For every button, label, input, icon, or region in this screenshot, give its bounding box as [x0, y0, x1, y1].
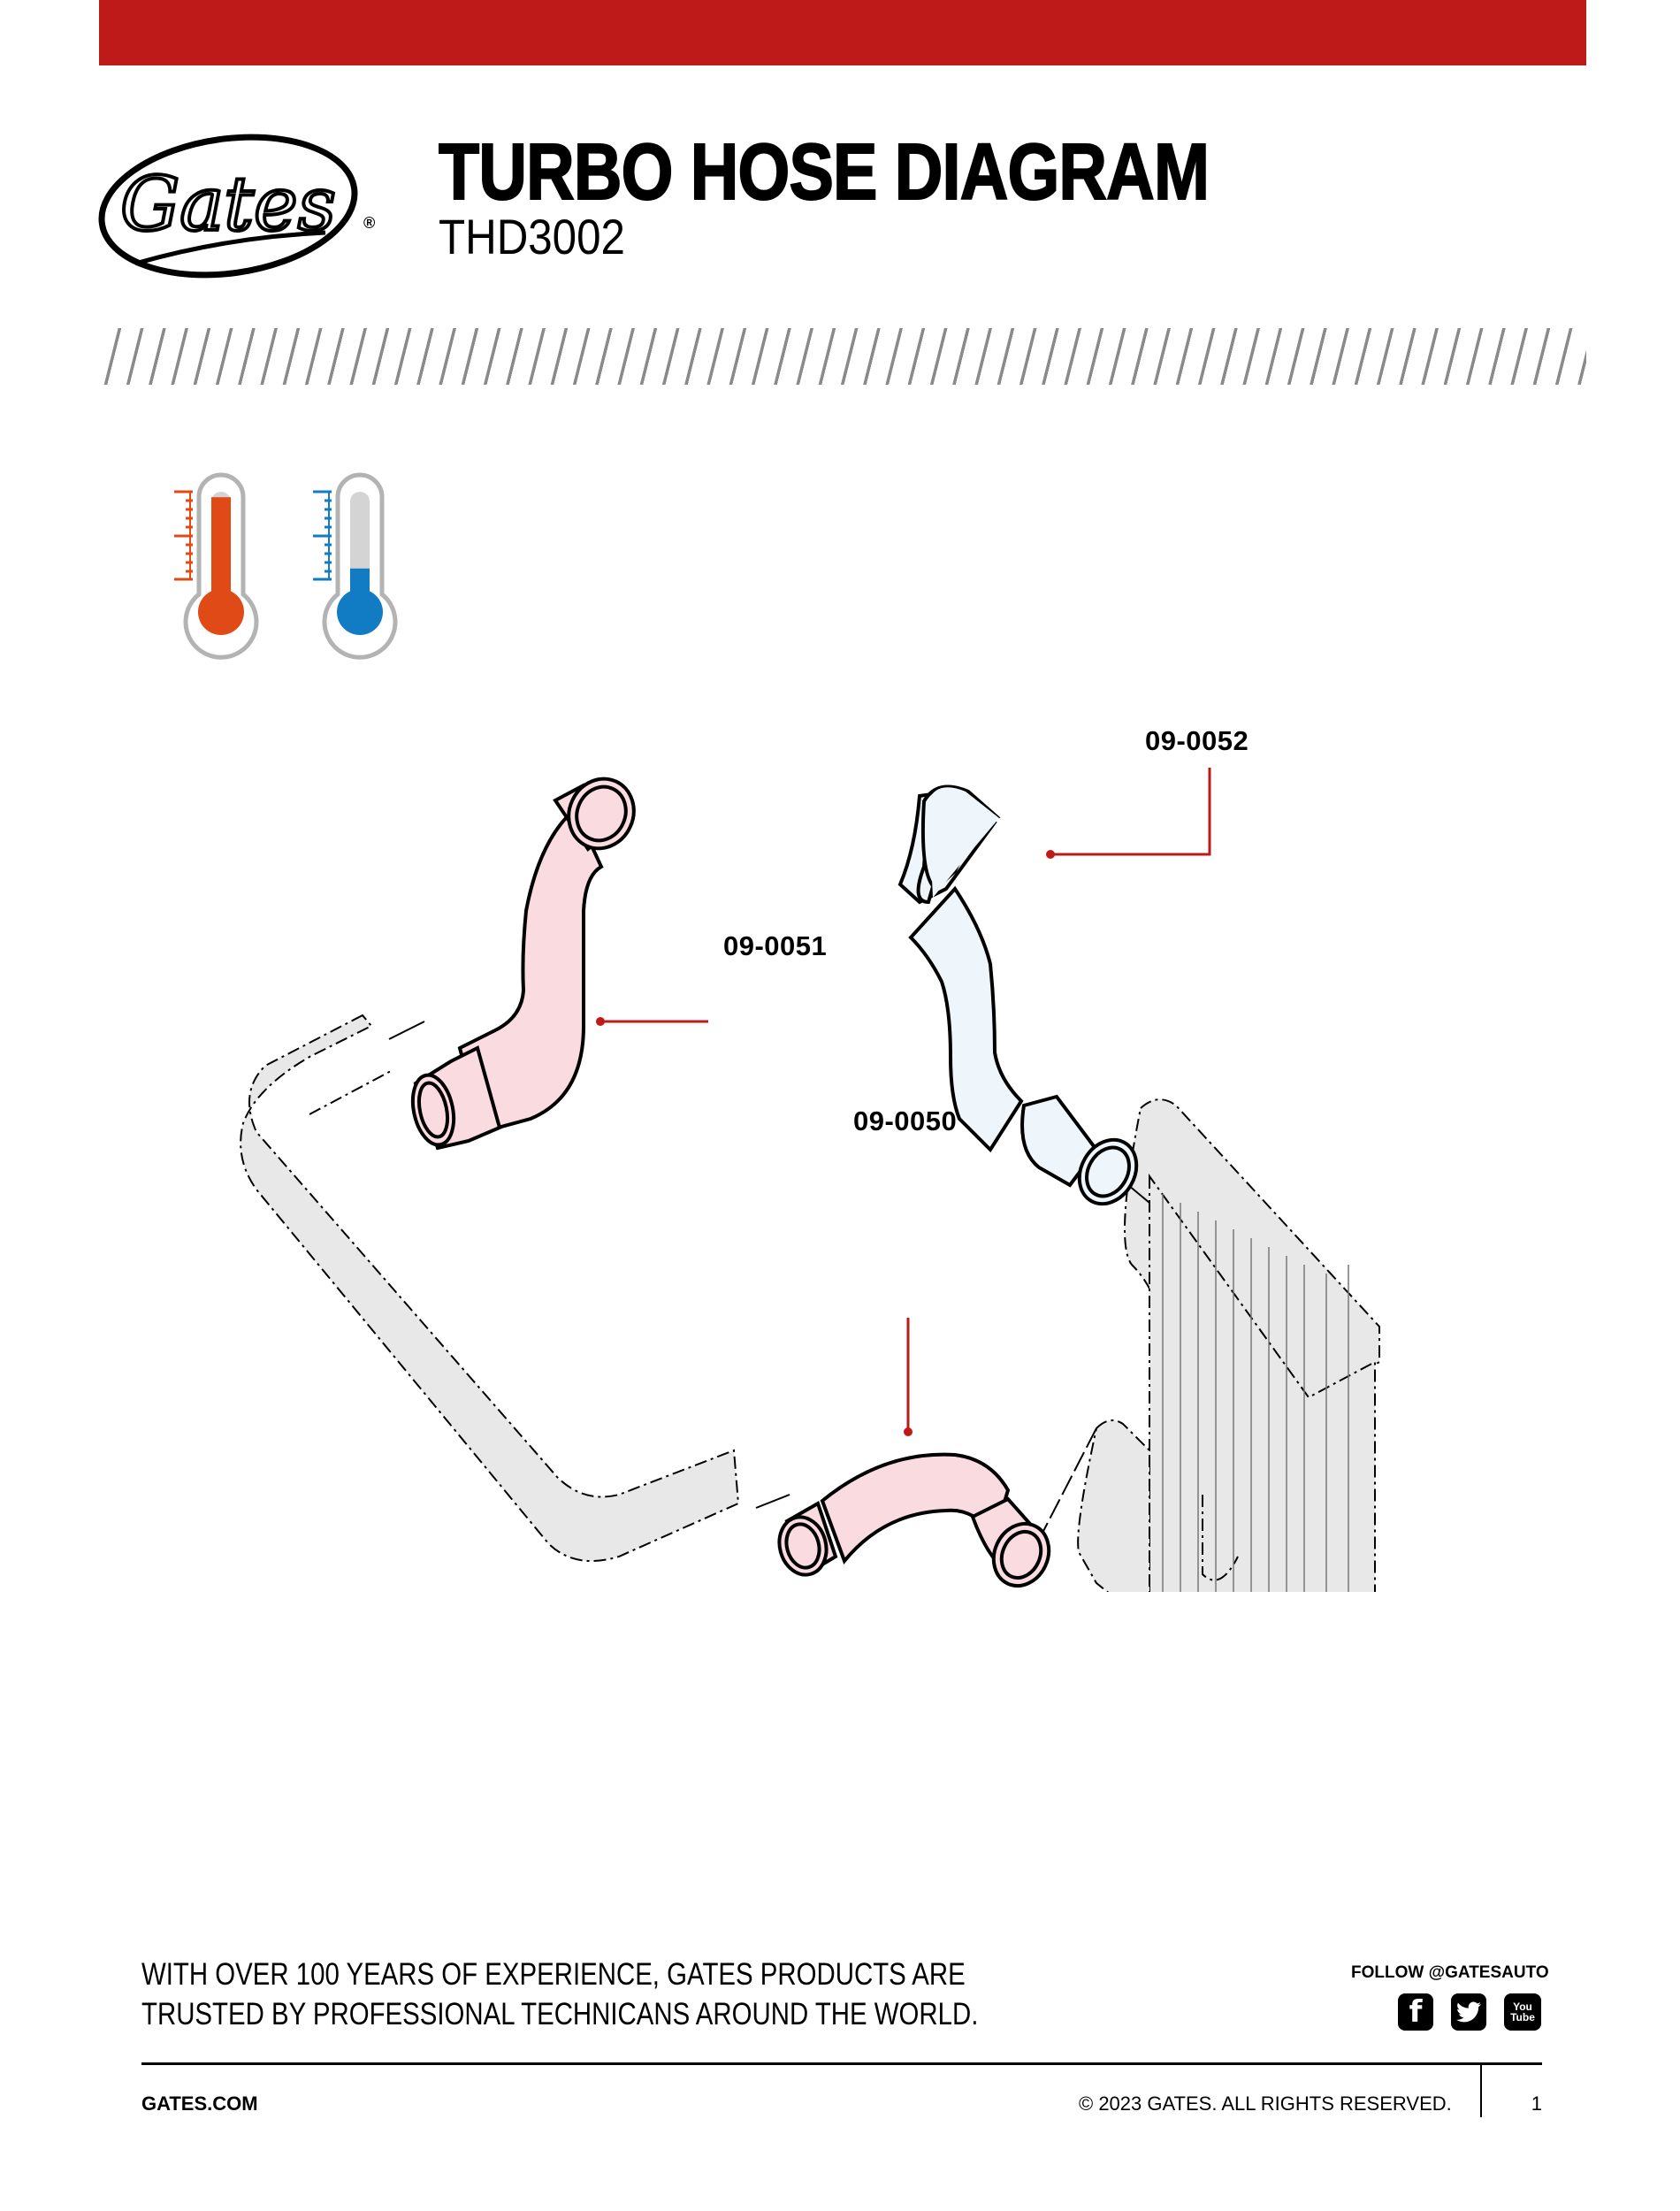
hose-diagram — [240, 768, 1380, 1592]
callout-09-0052[interactable]: 09-0052 — [1145, 725, 1249, 756]
footer-vertical-divider — [1480, 2062, 1482, 2117]
hose-09-0052[interactable] — [897, 784, 1148, 1214]
part-number: THD3002 — [439, 209, 625, 264]
twitter-icon[interactable] — [1451, 1993, 1486, 2031]
thermometer-hot-icon — [174, 472, 259, 660]
tagline-line-1: WITH OVER 100 YEARS OF EXPERIENCE, GATES… — [141, 1957, 966, 1992]
thermometer-cold-icon — [313, 472, 398, 660]
leader-lines — [600, 768, 1211, 1432]
registered-mark: ® — [363, 214, 375, 232]
connector-line — [755, 1494, 790, 1509]
youtube-icon[interactable]: You Tube — [1504, 1993, 1541, 2031]
twitter-bird-icon — [1456, 2001, 1481, 2023]
page-title: TURBO HOSE DIAGRAM — [438, 128, 1210, 217]
copyright: © 2023 GATES. ALL RIGHTS RESERVED. — [1079, 2092, 1452, 2115]
connector-line — [388, 1021, 425, 1040]
intercooler — [1077, 1098, 1380, 1592]
top-brand-bar — [99, 0, 1586, 65]
tagline: WITH OVER 100 YEARS OF EXPERIENCE, GATES… — [141, 1955, 978, 2034]
footer-divider — [141, 2062, 1542, 2065]
context-hose — [240, 1014, 740, 1562]
temperature-legend — [174, 472, 398, 660]
callout-09-0051[interactable]: 09-0051 — [723, 930, 828, 961]
hatch-divider — [99, 328, 1586, 385]
callout-09-0050[interactable]: 09-0050 — [853, 1106, 958, 1136]
facebook-icon[interactable]: f — [1398, 1993, 1433, 2031]
gates-logo: Gates ® — [98, 134, 375, 279]
page-number: 1 — [1531, 2092, 1542, 2115]
leader-09-0052 — [1050, 768, 1211, 856]
follow-label: FOLLOW @GATESAUTO — [1351, 1963, 1549, 1982]
hose-09-0051[interactable] — [407, 769, 645, 1151]
website-link[interactable]: GATES.COM — [141, 2092, 258, 2115]
intercooler-fins — [1162, 1194, 1349, 1592]
hose-09-0050[interactable] — [773, 1452, 1058, 1592]
tagline-line-2: TRUSTED BY PROFESSIONAL TECHNICANS AROUN… — [141, 1997, 979, 2031]
